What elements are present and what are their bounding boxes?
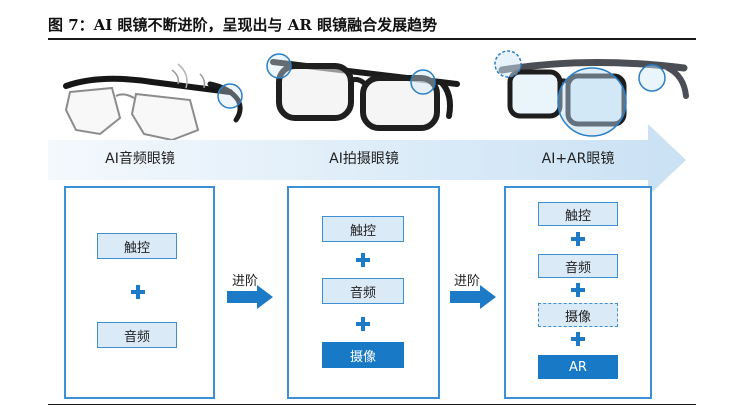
component-touch: 触控 — [538, 202, 618, 226]
stage-label-audio: AI音频眼镜 — [105, 151, 175, 167]
plus-icon — [356, 317, 370, 331]
component-audio: 音频 — [322, 278, 404, 304]
plus-icon — [356, 253, 370, 267]
plus-icon — [131, 285, 145, 299]
figure-title: 图 7：AI 眼镜不断进阶，呈现出与 AR 眼镜融合发展趋势 — [48, 16, 438, 34]
title-rule — [48, 38, 696, 40]
plus-icon — [571, 232, 585, 246]
right-arrow-icon — [450, 285, 496, 309]
component-camera: 摄像 — [322, 342, 404, 368]
component-touch: 触控 — [97, 233, 177, 259]
advance-label: 进阶 — [454, 274, 481, 289]
plus-icon — [571, 332, 585, 346]
ar-glasses-image — [494, 50, 689, 137]
component-touch: 触控 — [322, 216, 404, 242]
bottom-rule — [48, 404, 696, 405]
stage-panel-audio — [64, 186, 215, 399]
stage-label-ar: AI+AR眼镜 — [541, 151, 615, 167]
progression-band — [48, 124, 686, 196]
stage-label-camera: AI拍摄眼镜 — [329, 151, 399, 167]
component-audio: 音频 — [538, 254, 618, 278]
component-camera: 摄像 — [538, 303, 618, 327]
component-ar: AR — [538, 355, 618, 379]
component-audio: 音频 — [97, 322, 177, 348]
advance-label: 进阶 — [232, 274, 259, 289]
camera-glasses-image — [266, 53, 460, 131]
audio-glasses-image — [63, 63, 243, 140]
plus-icon — [571, 283, 585, 297]
right-arrow-icon — [227, 285, 273, 309]
